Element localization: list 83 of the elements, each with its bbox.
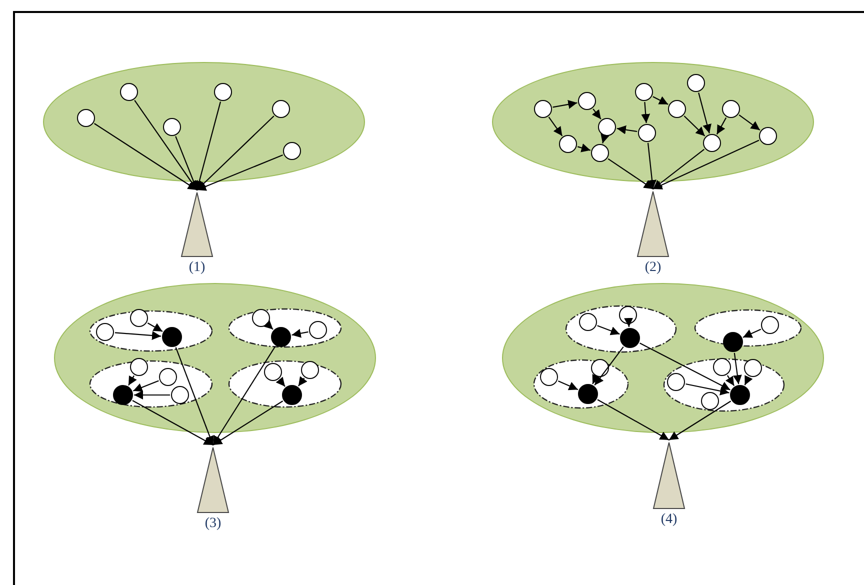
arrow [133,380,159,392]
arrow [212,346,276,446]
arrow [577,144,591,152]
arrow [175,347,214,446]
arrow [592,374,600,384]
arrow [212,400,284,446]
arrow [114,331,162,340]
node-circle [120,83,138,101]
node-circle [703,134,721,152]
arrow [298,376,308,386]
arrow [698,92,712,134]
arrow [725,375,735,386]
triangle-symbol [197,447,229,513]
triangle-symbol [653,442,685,509]
triangle-symbol [181,192,213,257]
node-circle [578,92,596,110]
arrow [196,116,274,190]
arrow [652,96,668,105]
node-circle [559,135,577,153]
arrow [608,158,654,190]
node-circle [687,74,705,92]
node-circle [272,100,290,118]
arrow [94,123,198,190]
arrow [134,100,198,190]
arrow [641,102,650,124]
arrow [132,400,214,446]
arrow [616,125,638,134]
arrow [128,375,137,386]
arrow [647,142,656,190]
arrow [134,390,170,400]
arrow [716,117,727,135]
arrow [592,108,602,120]
arrow [597,325,620,336]
panel-label: (4) [660,512,678,528]
panel-label: (3) [204,516,222,532]
arrow [276,376,286,387]
group-ellipse [565,305,677,353]
node-circle [591,144,609,162]
arrow [686,383,730,396]
arrow [194,102,222,190]
arrow [624,318,634,328]
arrow [744,375,753,386]
group-ellipse [663,358,785,412]
group-ellipse [89,310,213,352]
group-ellipse [533,359,629,409]
node-circle [635,83,653,101]
panel-label: (2) [644,260,662,276]
node-circle [163,118,181,136]
node-circle [283,142,301,160]
arrow [552,100,578,109]
arrow [732,352,742,384]
group-ellipse [228,360,342,408]
arrow [175,136,198,190]
node-circle [598,118,616,136]
arrow [263,320,274,330]
node-circle [638,124,656,142]
arrow [640,342,730,390]
arrow [597,399,670,440]
filled-node-circle [723,332,743,352]
node-circle [759,127,777,145]
arrow [292,328,308,338]
arrow [652,140,760,190]
arrow [742,328,762,338]
node-circle [668,100,686,118]
arrow [668,400,732,440]
node-circle [130,358,148,376]
node-circle [77,109,95,127]
arrow [147,322,163,332]
node-circle [534,100,552,118]
triangle-symbol [637,191,669,257]
arrow [684,116,706,136]
group-ellipse [89,360,213,408]
arrow [738,114,760,131]
node-circle [214,83,232,101]
arrow [548,116,563,136]
arrow [652,148,705,190]
arrow [594,346,624,386]
arrow [558,380,578,390]
node-circle [722,100,740,118]
panel-label: (1) [188,260,206,276]
group-ellipse [228,308,342,348]
arrow [196,154,283,191]
arrow [600,133,610,144]
